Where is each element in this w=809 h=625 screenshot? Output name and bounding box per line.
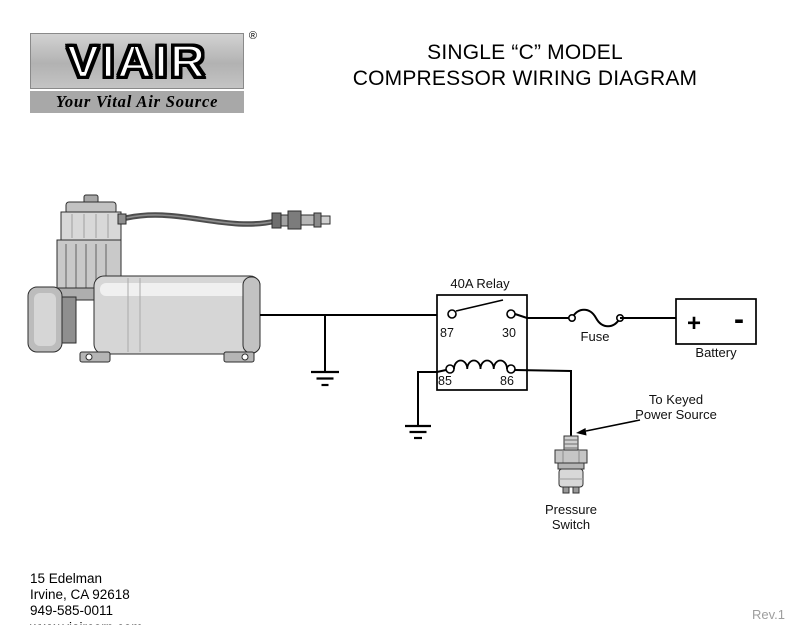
relay-terminal-30-label: 30 [502,326,516,340]
keyed-power-callout: To Keyed Power Source [576,392,717,436]
page-title-line1: SINGLE “C” MODEL [427,41,623,64]
keyed-power-arrowhead [576,428,587,436]
relay-terminal-86 [506,364,516,374]
relay-terminal-87-label: 87 [440,326,454,340]
address-city: Irvine, CA 92618 [30,587,130,603]
ground-symbol [311,370,339,387]
page-title: SINGLE “C” MODEL COMPRESSOR WIRING DIAGR… [325,40,725,93]
fuse-symbol [571,308,621,328]
fuse-terminal-left [567,313,576,322]
pressure-switch-label-line2: Switch [552,517,590,532]
fuse-circuit: Fuse [514,308,676,344]
company-address: 15 Edelman Irvine, CA 92618 949-585-0011… [30,571,143,625]
relay: 40A Relay 87 30 85 86 [436,276,528,391]
battery: + - Battery [675,298,757,360]
page-title-line2: COMPRESSOR WIRING DIAGRAM [352,67,698,91]
viair-logo-box: VIAIR [30,33,244,89]
keyed-power-arrow-line [585,419,641,432]
relay-terminal-30 [506,309,516,319]
relay-label: 40A Relay [450,276,510,291]
leader-hose-highlight [121,214,277,225]
address-phone: 949-585-0011 [30,603,114,619]
viair-tagline: Your Vital Air Source [30,91,244,113]
compressor-head [60,194,127,241]
relay-switch-arm [455,299,504,312]
pressure-switch-label-line1: Pressure [545,502,597,517]
compressor-front-cover [27,286,77,353]
battery-positive-label: + [687,310,701,337]
address-street: 15 Edelman [30,571,103,586]
address-website: www.viaircorp.com [30,620,143,625]
ground-symbol [405,424,431,440]
viair-brand-text: VIAIR [65,35,208,87]
mounting-feet [79,351,255,363]
compressor-ground [311,315,339,387]
revision-label: Rev.1 [752,607,785,622]
registered-trademark-symbol: ® [248,30,257,42]
keyed-power-label-line1: To Keyed [649,392,703,407]
viair-logo: VIAIR ® Your Vital Air Source [30,30,257,113]
relay-coil [453,359,508,370]
pressure-switch-illustration [554,435,588,494]
relay-terminal-85 [445,364,455,374]
battery-box [675,298,757,345]
pressure-switch-circuit: Pressure Switch [514,369,597,532]
battery-negative-label: - [734,303,744,336]
compressor-illustration [27,194,331,363]
relay-ground [405,369,447,440]
relay-terminal-86-label: 86 [500,374,514,388]
fuse-label: Fuse [581,329,610,344]
compressor-body [93,275,261,355]
relay-terminal-87 [447,309,457,319]
hose-fitting [271,210,331,230]
relay-terminal-85-label: 85 [438,374,452,388]
keyed-power-label-line2: Power Source [635,407,717,422]
battery-label: Battery [695,345,737,360]
